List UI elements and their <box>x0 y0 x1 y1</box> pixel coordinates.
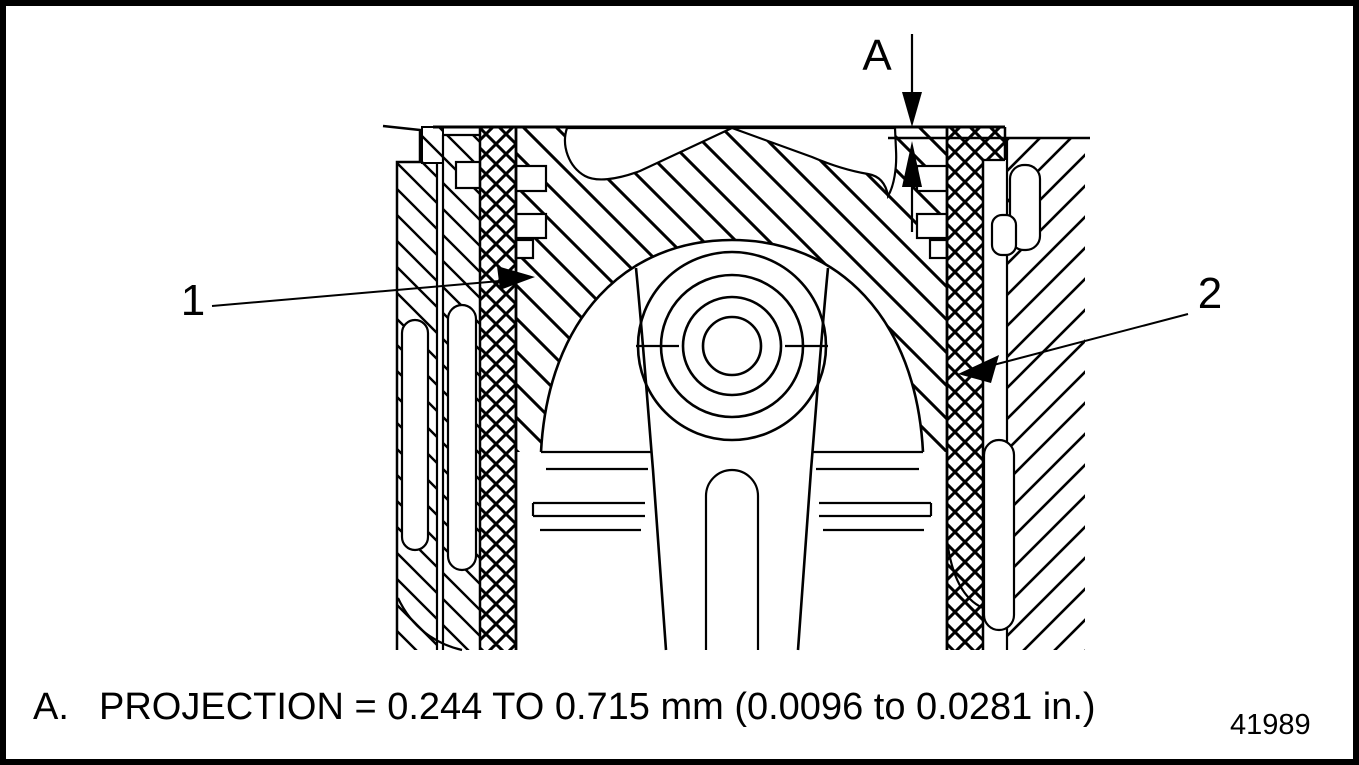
ring-groove-left-2 <box>514 212 548 240</box>
dimension-a: A <box>862 31 922 232</box>
piston-interior <box>541 240 923 452</box>
water-jacket-cavity-left-outer <box>400 318 430 552</box>
ring-groove-right-2 <box>915 212 949 240</box>
connecting-rod-left-flank <box>634 267 668 651</box>
ring-groove-right-1 <box>915 164 949 193</box>
liner-seat-notch-left <box>454 160 482 190</box>
dimension-a-label: A <box>862 31 892 80</box>
callout-1-leader <box>211 280 501 307</box>
cylinder-liner-right <box>947 127 1005 650</box>
callout-2: 2 <box>958 269 1222 383</box>
block-left-bottom-curve <box>397 597 463 652</box>
callout-1-label: 1 <box>181 276 205 325</box>
piston-section <box>433 125 1005 651</box>
water-passage-right-top <box>1008 163 1042 252</box>
ring-groove-left-1 <box>514 164 548 193</box>
cylinder-block-right <box>888 136 1090 650</box>
skirt-interior-lines <box>531 450 933 532</box>
cylinder-liner-left <box>480 127 516 650</box>
water-jacket-cavity-right <box>982 438 1016 632</box>
caption-index: A. <box>33 686 69 728</box>
combustion-bowl-right-lobe <box>731 126 898 200</box>
block-left-corner-piece <box>421 126 444 164</box>
dimension-a-arrow-up-icon <box>902 141 922 187</box>
caption-text: PROJECTION = 0.244 TO 0.715 mm (0.0096 t… <box>99 686 1096 728</box>
combustion-bowl-left-lobe <box>563 126 733 181</box>
callout-1: 1 <box>181 266 535 325</box>
piston-pin-bore <box>701 315 763 377</box>
rod-ibeam-slot-cap <box>704 468 760 497</box>
callout-2-arrow-icon <box>958 355 999 383</box>
cylinder-block-left <box>382 124 482 652</box>
figure-number: 41989 <box>1230 709 1311 741</box>
water-passage-right-small <box>990 213 1018 257</box>
water-jacket-cavity-left-inner <box>446 303 478 572</box>
dimension-a-arrow-down-icon <box>902 92 922 127</box>
ring-groove-left-3 <box>514 238 535 260</box>
callout-1-arrow-icon <box>497 266 535 290</box>
ring-groove-right-3 <box>928 238 949 260</box>
pin-boss-circle-3 <box>681 295 783 397</box>
connecting-rod-right-flank <box>796 267 830 651</box>
piston-interior-arch <box>539 238 925 453</box>
callout-2-leader <box>977 313 1189 370</box>
callout-2-label: 2 <box>1198 269 1222 318</box>
